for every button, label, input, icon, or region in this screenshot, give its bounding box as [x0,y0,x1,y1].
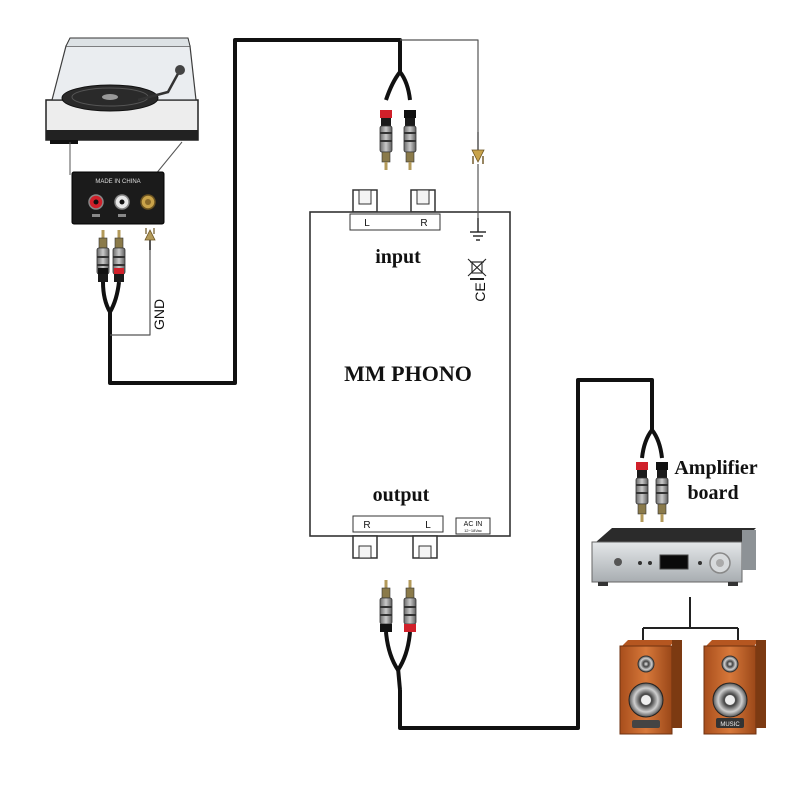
turntable [45,37,199,144]
rca-plug-icon [112,229,126,283]
output-jack-right-label: R [363,520,370,531]
speaker-wires [642,597,739,642]
input-jack-right-label: R [420,218,427,229]
input-jack-left-label: L [364,218,370,229]
input-rca-plugs [379,60,417,171]
amplifier-device [591,528,756,586]
amplifier-label-line1: Amplifier [674,457,757,479]
weee-bin-icon [467,258,487,280]
amp-display [659,554,689,570]
ce-mark: CE [472,282,488,301]
turntable-rca-plugs [96,229,126,330]
ac-in-port [455,517,491,535]
phono-box-body [309,211,511,537]
spade-terminal-icon [471,132,485,218]
turntable-rear-panel: MADE IN CHINA [69,141,183,225]
rca-plug-icon [635,469,649,523]
ground-symbol-icon [470,218,486,241]
phono-preamp-box: L R input MM PHONO output CE R L AC IN 1… [309,189,511,559]
speaker-right: MUSIC [703,640,766,735]
amp-knob-left [614,558,622,566]
amplifier-label-line2: board [687,482,738,504]
tonearm [137,69,182,102]
rca-plug-icon [655,469,669,523]
amp-rca-plugs [635,420,669,523]
input-label: input [375,246,421,268]
rear-panel-text: MADE IN CHINA [95,179,140,185]
rca-plug-icon [403,117,417,171]
rca-plug-icon [96,229,110,283]
ground-wire-box [400,39,479,132]
output-rca-plugs [379,579,417,691]
ground-wire-turntable [110,250,151,336]
output-cable [398,378,654,730]
spade-terminal-icon [144,228,156,250]
ac-in-label: AC IN [464,521,483,528]
phono-title: MM PHONO [344,361,472,386]
speaker-badge: MUSIC [720,722,740,728]
cables [108,38,739,730]
output-label: output [373,484,430,506]
output-jack-left-label: L [425,520,431,531]
input-cable [108,38,402,385]
rca-plug-icon [379,117,393,171]
gnd-label: GND [151,299,167,330]
speaker-left [619,640,682,735]
ac-in-spec: 12~18Vac [464,528,482,533]
